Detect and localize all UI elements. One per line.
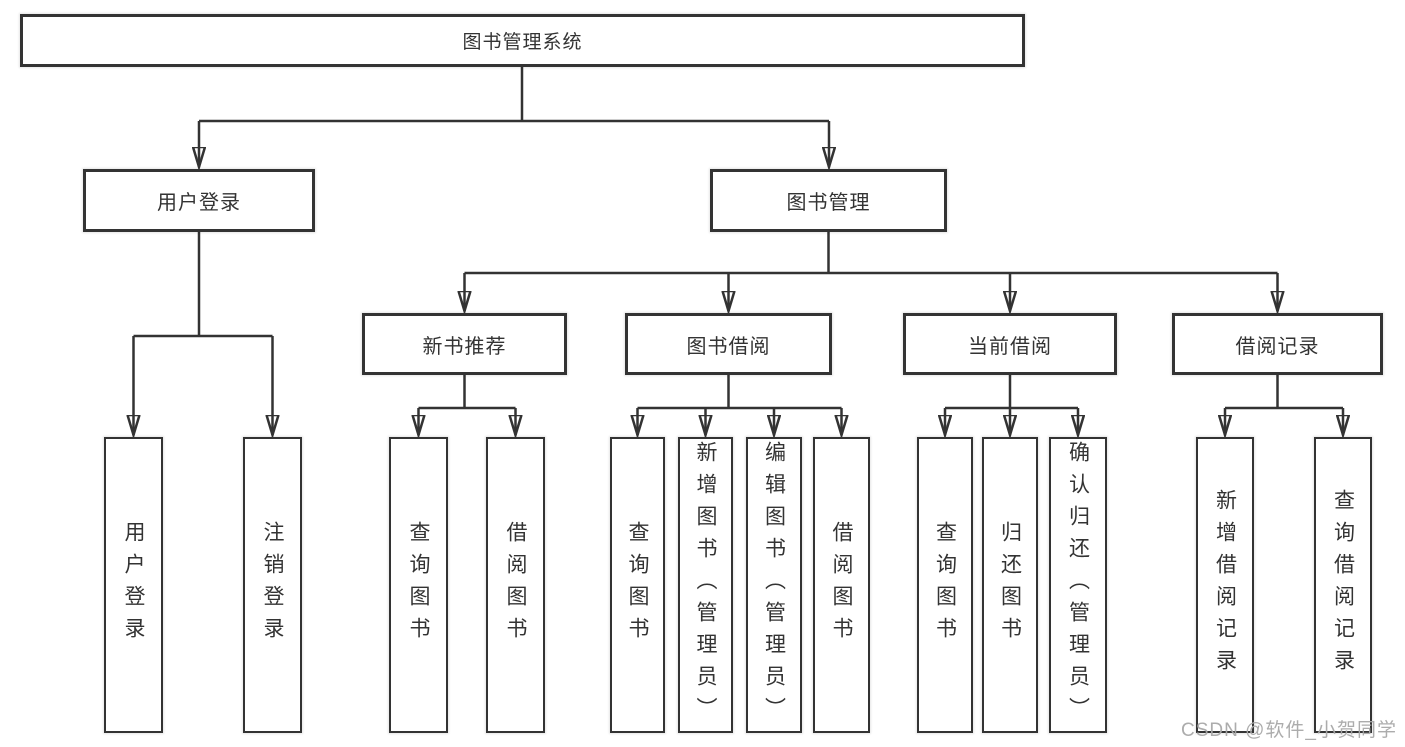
leaf-records-add-record: 新增借阅记录 (1196, 437, 1254, 733)
node-user-login-branch: 用户登录 (83, 169, 315, 232)
node-current-borrowing: 当前借阅 (903, 313, 1117, 375)
leaf-current-confirm-return-admin: 确认归还（管理员） (1049, 437, 1107, 733)
node-book-management-branch: 图书管理 (710, 169, 947, 232)
node-new-book-recommendation: 新书推荐 (362, 313, 567, 375)
leaf-recommend-query-books: 查询图书 (389, 437, 448, 733)
leaf-logout: 注销登录 (243, 437, 302, 733)
node-library-management-system: 图书管理系统 (20, 14, 1025, 67)
leaf-current-return-books: 归还图书 (982, 437, 1038, 733)
leaf-borrow-edit-books-admin: 编辑图书（管理员） (746, 437, 802, 733)
leaf-current-query-books: 查询图书 (917, 437, 973, 733)
csdn-watermark: CSDN @软件_小贺同学 (1181, 720, 1397, 741)
node-borrowing-records: 借阅记录 (1172, 313, 1383, 375)
leaf-recommend-borrow-books: 借阅图书 (486, 437, 545, 733)
leaf-borrow-query-books: 查询图书 (610, 437, 665, 733)
leaf-user-login: 用户登录 (104, 437, 163, 733)
leaf-borrow-add-books-admin: 新增图书（管理员） (678, 437, 733, 733)
node-book-borrowing: 图书借阅 (625, 313, 832, 375)
leaf-records-query-record: 查询借阅记录 (1314, 437, 1372, 733)
leaf-borrow-borrow-books: 借阅图书 (813, 437, 870, 733)
